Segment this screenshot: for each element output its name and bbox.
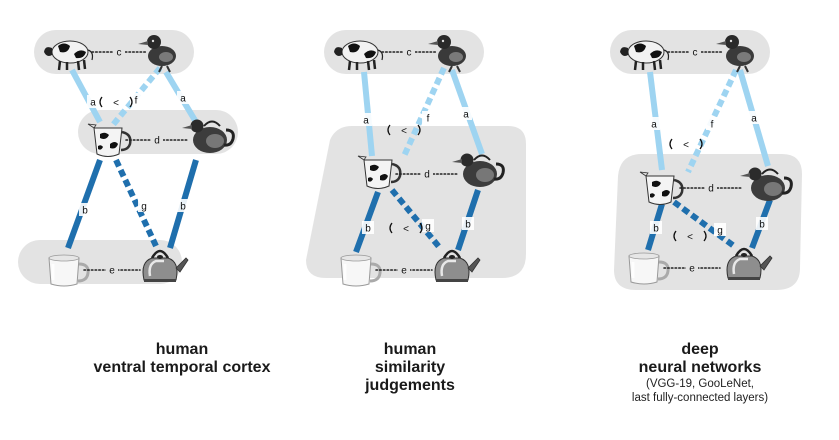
edge-g (672, 199, 736, 249)
less-than-symbol: < (403, 224, 409, 235)
edge-label-bg (360, 113, 372, 126)
edge-label-bg (138, 199, 150, 212)
less-than-symbol: < (113, 98, 119, 109)
edge-label: a (90, 98, 96, 109)
edge-label-bg (422, 111, 434, 124)
edge-label-bg (177, 199, 189, 212)
edge-label-bg (648, 117, 660, 130)
edge-label: d (424, 170, 430, 181)
edge-label-bg (113, 46, 125, 58)
edge-g (389, 188, 443, 250)
edge-label: f (711, 120, 714, 131)
bracket-left (387, 124, 391, 136)
edge-label: b (653, 224, 659, 235)
edge-label: a (751, 114, 757, 125)
edge-label: c (407, 48, 412, 59)
edge-label: g (141, 202, 147, 213)
caption-panel-1: human ventral temporal cortex (72, 341, 292, 377)
diagram-panel-2: c d e a a f b b g < < (306, 30, 526, 288)
edge-label-bg (421, 168, 433, 180)
edge-label: e (401, 266, 407, 277)
edge-label: g (425, 222, 431, 233)
edge-label: a (651, 120, 657, 131)
comparison-mark: < (389, 222, 423, 235)
edge-label: c (117, 48, 122, 59)
caption-subline: last fully-connected layers) (631, 392, 769, 404)
edge-label-bg (130, 93, 142, 106)
edge-label-bg (151, 134, 163, 146)
bracket-right (129, 96, 133, 108)
edge-a-left (69, 68, 103, 124)
category-group-2 (306, 126, 526, 278)
comparison-mark: < (673, 230, 707, 243)
edge-label: d (154, 136, 160, 147)
edge-label-bg (177, 91, 189, 104)
edge-label: b (759, 220, 765, 231)
edge-label: g (717, 226, 723, 237)
bracket-left (673, 230, 677, 242)
edge-label-bg (106, 264, 118, 276)
bracket-left (99, 96, 103, 108)
bracket-right (703, 230, 707, 242)
edge-label: b (465, 220, 471, 231)
caption-line: judgements (365, 377, 455, 394)
caption-line: human (155, 341, 209, 358)
caption-panel-2: human similarity judgements (310, 341, 510, 395)
bracket-right (699, 138, 703, 150)
caption-subline: (VGG-19, GooLeNet, (645, 378, 755, 390)
edge-label: d (708, 184, 714, 195)
edge-label: f (135, 96, 138, 107)
edge-label-bg (422, 219, 434, 232)
edge-label-bg (79, 203, 91, 216)
comparison-mark: < (99, 96, 133, 109)
edge-label-bg (87, 95, 99, 108)
edge-label-bg (460, 107, 472, 120)
edge-label-bg (403, 46, 415, 58)
edge-label: c (693, 48, 698, 59)
less-than-symbol: < (683, 140, 689, 151)
edge-label-bg (706, 117, 718, 130)
less-than-symbol: < (401, 126, 407, 137)
edge-label: b (180, 202, 186, 213)
edge-label-bg (689, 46, 701, 58)
edge-label: e (689, 264, 695, 275)
edge-label-bg (398, 264, 410, 276)
edge-label-bg (462, 217, 474, 230)
caption-line: similarity (374, 359, 446, 376)
edge-label-bg (650, 221, 662, 234)
edge-label: a (463, 110, 469, 121)
edge-label: a (180, 94, 186, 105)
edge-label: a (363, 116, 369, 127)
caption-line: ventral temporal cortex (93, 359, 271, 376)
less-than-symbol: < (687, 232, 693, 243)
edge-label-bg (362, 221, 374, 234)
bracket-left (669, 138, 673, 150)
edge-label-bg (686, 262, 698, 274)
caption-panel-3: deep neural networks (VGG-19, GooLeNet, … (590, 341, 810, 405)
edge-label: e (109, 266, 115, 277)
edge-label: b (82, 206, 88, 217)
caption-line: neural networks (638, 359, 762, 376)
caption-line: deep (681, 341, 719, 358)
bracket-right (417, 124, 421, 136)
edge-label: b (365, 224, 371, 235)
bracket-right (419, 222, 423, 234)
edge-label: f (427, 114, 430, 125)
caption-line: human (383, 341, 437, 358)
diagram-panel-1: c d e a a f b b g < (18, 30, 238, 288)
edge-label-bg (714, 223, 726, 236)
edge-label-bg (756, 217, 768, 230)
edge-label-bg (748, 111, 760, 124)
diagram-panel-3: c d e a a f b b g < < (610, 30, 802, 290)
comparison-mark: < (387, 124, 421, 137)
bracket-left (389, 222, 393, 234)
comparison-mark: < (669, 138, 703, 151)
edge-label-bg (705, 182, 717, 194)
edge-g (113, 158, 159, 248)
